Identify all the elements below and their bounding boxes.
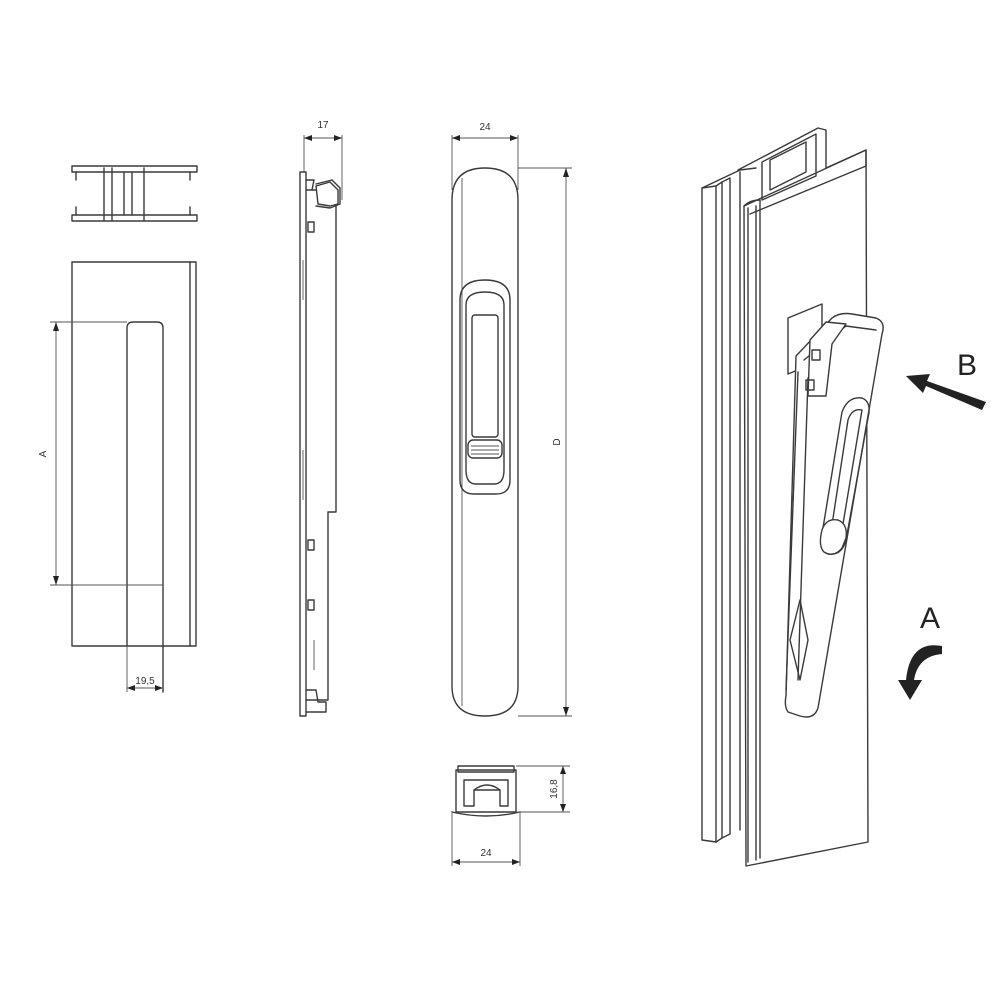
cutout-width-label: 19,5 <box>135 676 155 687</box>
end-width-label: 24 <box>480 848 492 859</box>
cutout-template: A 19,5 <box>38 261 197 693</box>
end-height-label: 16,8 <box>549 779 560 799</box>
front-height-label: D <box>552 438 563 445</box>
arrow-a-rotate: A <box>898 602 942 700</box>
cutout-height-label: A <box>38 450 49 457</box>
front-width-label: 24 <box>479 122 491 133</box>
handle-front-view: 24 D <box>451 122 572 717</box>
handle-end-view: 16,8 24 <box>451 765 570 866</box>
handle-side-view: 17 <box>299 120 343 717</box>
arrow-b-label: B <box>957 349 977 382</box>
profile-isometric-view <box>701 127 884 867</box>
profile-cross-section <box>71 165 198 222</box>
arrow-b-push: B <box>906 349 986 410</box>
arrow-a-label: A <box>920 602 940 635</box>
side-width-label: 17 <box>317 120 329 131</box>
